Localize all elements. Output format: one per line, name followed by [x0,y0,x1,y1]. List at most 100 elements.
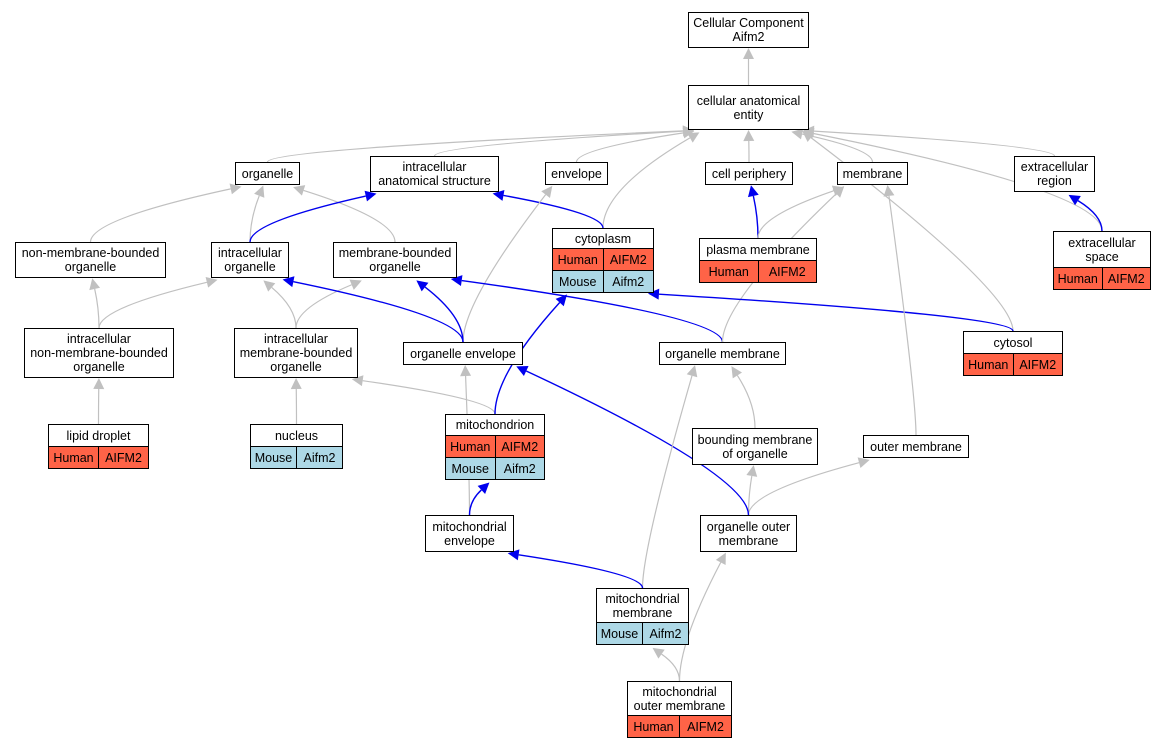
gene-symbol: AIFM2 [602,249,654,270]
species-name: Human [450,439,491,454]
species-name: Human [557,252,598,267]
edge-inmbo-to-nmbo [94,288,100,329]
node-label: cytosol [993,335,1033,350]
node-organelle[interactable]: organelle [235,162,300,185]
arrowhead-mito-to-cytoplasm [555,294,568,307]
node-bounding-membrane-of-organelle[interactable]: bounding membrane of organelle [692,428,818,465]
arrowhead-cytoplasm-to-cae [687,132,700,143]
node-non-membrane-bounded-organelle[interactable]: non-membrane-bounded organelle [15,242,166,278]
arrowhead-periphery-to-cae [743,130,755,142]
node-label: intracellular membrane-bounded organelle [239,332,353,374]
gene-symbol: Aifm2 [494,458,545,479]
arrowhead-outer-to-membrane [883,185,895,197]
edge-org_mem-to-mbo [461,279,724,343]
node-cell-periphery[interactable]: cell periphery [705,162,793,185]
node-label: envelope [551,166,602,181]
edge-intra_org-to-organelle [249,195,260,243]
species-row-mouse: Mouse Aifm2 [446,457,544,479]
arrowhead-cytosol-to-cae [802,130,815,142]
node-label: extracellular region [1020,160,1089,188]
edge-org_outer-to-outer [747,462,860,516]
node-organelle-envelope[interactable]: organelle envelope [403,342,523,365]
gene-symbol: Aifm2 [602,271,654,292]
node-label: organelle [241,166,294,181]
node-cellular-anatomical-entity[interactable]: cellular anatomical entity [688,85,809,130]
node-membrane-bounded-organelle[interactable]: membrane-bounded organelle [333,242,457,278]
arrowhead-imbo-to-mbo [349,279,362,290]
species-name: Human [1057,271,1098,286]
node-label: intracellular organelle [218,246,282,274]
node-label: mitochondrial outer membrane [633,684,726,713]
gene-symbol: AIFM2 [679,716,731,737]
node-organelle-membrane[interactable]: organelle membrane [659,342,786,365]
node-mitochondrial-envelope[interactable]: mitochondrial envelope [425,515,514,552]
node-label: lipid droplet [66,428,131,443]
arrowhead-mito_mem-to-mito_env [507,549,520,561]
arrowhead-intra_org-to-ias [364,190,377,202]
edge-intra_org-to-ias [249,195,366,243]
node-label: non-membrane-bounded organelle [21,246,160,274]
arrowhead-mbo-to-organelle [293,185,306,196]
species-name: Human [708,264,749,279]
node-membrane[interactable]: membrane [837,162,908,185]
edge-mito_env-to-mito [468,489,482,516]
species-name: Human [968,357,1009,372]
arrowhead-org_outer-to-org_env [516,366,529,376]
node-outer-membrane[interactable]: outer membrane [863,435,969,458]
node-extracellular-region[interactable]: extracellular region [1014,156,1095,192]
node-envelope[interactable]: envelope [545,162,608,185]
node-intracellular-anatomical-structure[interactable]: intracellular anatomical structure [370,156,499,192]
species-name: Mouse [600,626,639,641]
arrowhead-lipid-to-inmbo [93,378,105,390]
edge-nmbo-to-organelle [89,188,231,243]
edge-cytoplasm-to-cae [602,137,691,229]
node-label: Cellular Component Aifm2 [693,16,804,44]
species-name: Mouse [451,461,490,476]
edge-mito-to-cytoplasm [494,302,561,415]
edge-cytosol-to-cytoplasm [658,293,1014,332]
edge-inmbo-to-intra_org [98,281,208,329]
edge-org_env-to-intra_org [293,280,464,343]
node-label: bounding membrane of organelle [697,432,813,461]
node-label: intracellular anatomical structure [378,160,491,188]
node-label: membrane [842,166,903,181]
node-label: cytoplasm [574,231,632,246]
arrowhead-mito_mem-to-org_mem [686,365,698,378]
edge-org_env-to-mbo [424,286,464,343]
arrowhead-cae-to-root [743,48,754,59]
gene-symbol: AIFM2 [757,261,817,282]
node-intracellular-non-membrane-bounded-organelle[interactable]: intracellular non-membrane-bounded organ… [24,328,174,378]
gene-symbol: AIFM2 [494,436,545,457]
arrowhead-plasma-to-periphery [747,185,759,198]
arrowhead-imbo-to-intra_org [263,280,276,292]
node-cellular-component[interactable]: Cellular Component Aifm2 [688,12,809,48]
node-label: mitochondrion [455,418,535,432]
node-label: intracellular non-membrane-bounded organ… [30,332,168,374]
node-organelle-outer-membrane[interactable]: organelle outer membrane [700,515,797,552]
node-label: cell periphery [711,166,787,181]
arrowhead-mito_env-to-org_env [460,365,472,377]
arrowhead-mito_outer-to-mito_mem [652,647,665,659]
node-label: membrane-bounded organelle [338,246,452,274]
edge-organelle-to-cae [266,130,684,163]
arrowhead-mito_env-to-mito [477,482,490,494]
node-intracellular-membrane-bounded-organelle[interactable]: intracellular membrane-bounded organelle [234,328,358,378]
arrowhead-bounding-to-org_mem [731,366,742,379]
node-intracellular-organelle[interactable]: intracellular organelle [211,242,289,278]
node-label: extracellular space [1068,235,1136,264]
